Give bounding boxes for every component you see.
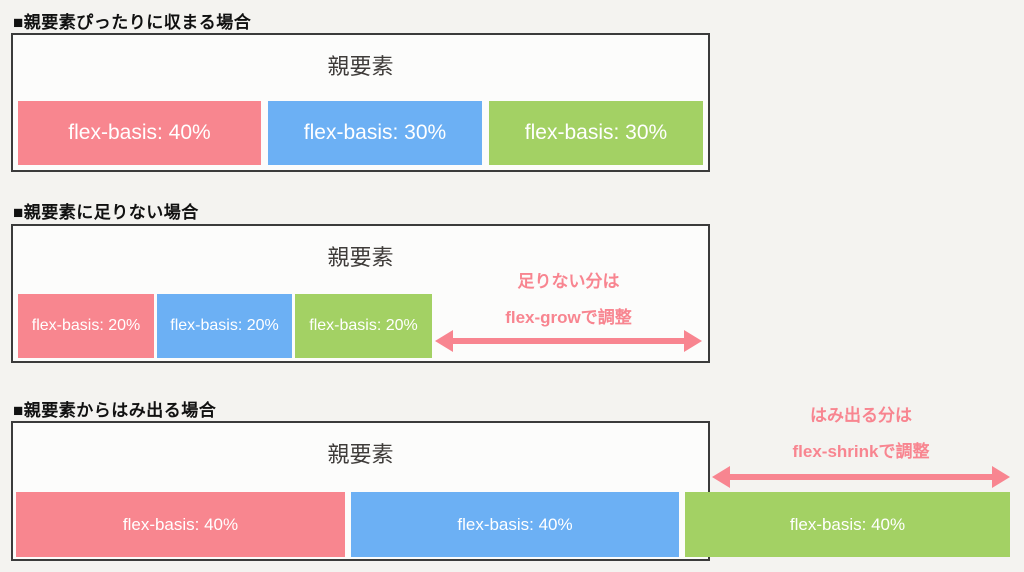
annotation-line: 足りない分は [517, 272, 620, 291]
flex-items-row-overflowing: flex-basis: 40% flex-basis: 40% flex-bas… [16, 492, 1010, 557]
flex-item-pink: flex-basis: 40% [18, 101, 261, 165]
flex-item-pink: flex-basis: 20% [18, 294, 154, 358]
section-heading-overflow: ■親要素からはみ出る場合 [13, 401, 217, 420]
parent-label: 親要素 [327, 245, 394, 270]
arrow-bar [448, 338, 689, 344]
flex-item-blue: flex-basis: 20% [157, 294, 292, 358]
flex-items-row: flex-basis: 20% flex-basis: 20% flex-bas… [18, 294, 432, 358]
parent-box-shortfall: 親要素 flex-basis: 20% flex-basis: 20% flex… [11, 224, 710, 363]
arrow-right-head-icon [684, 330, 702, 352]
arrow-left-head-icon [712, 466, 730, 488]
section-heading-exact-fit: ■親要素ぴったりに収まる場合 [13, 13, 252, 32]
arrow-right-head-icon [992, 466, 1010, 488]
parent-box-exact-fit: 親要素 flex-basis: 40% flex-basis: 30% flex… [11, 33, 710, 172]
flex-item-blue: flex-basis: 30% [268, 101, 482, 165]
arrow-left-head-icon [435, 330, 453, 352]
arrow-bar [725, 474, 997, 480]
flex-item-green: flex-basis: 20% [295, 294, 432, 358]
annotation-line: flex-shrinkで調整 [792, 442, 930, 461]
flex-item-blue: flex-basis: 40% [351, 492, 679, 557]
flex-item-green: flex-basis: 40% [685, 492, 1010, 557]
section-heading-shortfall: ■親要素に足りない場合 [13, 203, 199, 222]
annotation-flex-shrink: はみ出る分は flex-shrinkで調整 [712, 406, 1010, 462]
parent-label: 親要素 [327, 54, 394, 79]
annotation-line: flex-growで調整 [505, 308, 632, 327]
double-arrow-shortfall [435, 329, 702, 353]
flex-item-green: flex-basis: 30% [489, 101, 703, 165]
parent-label: 親要素 [327, 442, 394, 467]
double-arrow-overflow [712, 465, 1010, 489]
annotation-line: はみ出る分は [810, 406, 912, 425]
annotation-flex-grow: 足りない分は flex-growで調整 [435, 272, 702, 328]
flex-item-pink: flex-basis: 40% [16, 492, 345, 557]
flex-items-row: flex-basis: 40% flex-basis: 30% flex-bas… [18, 101, 703, 165]
